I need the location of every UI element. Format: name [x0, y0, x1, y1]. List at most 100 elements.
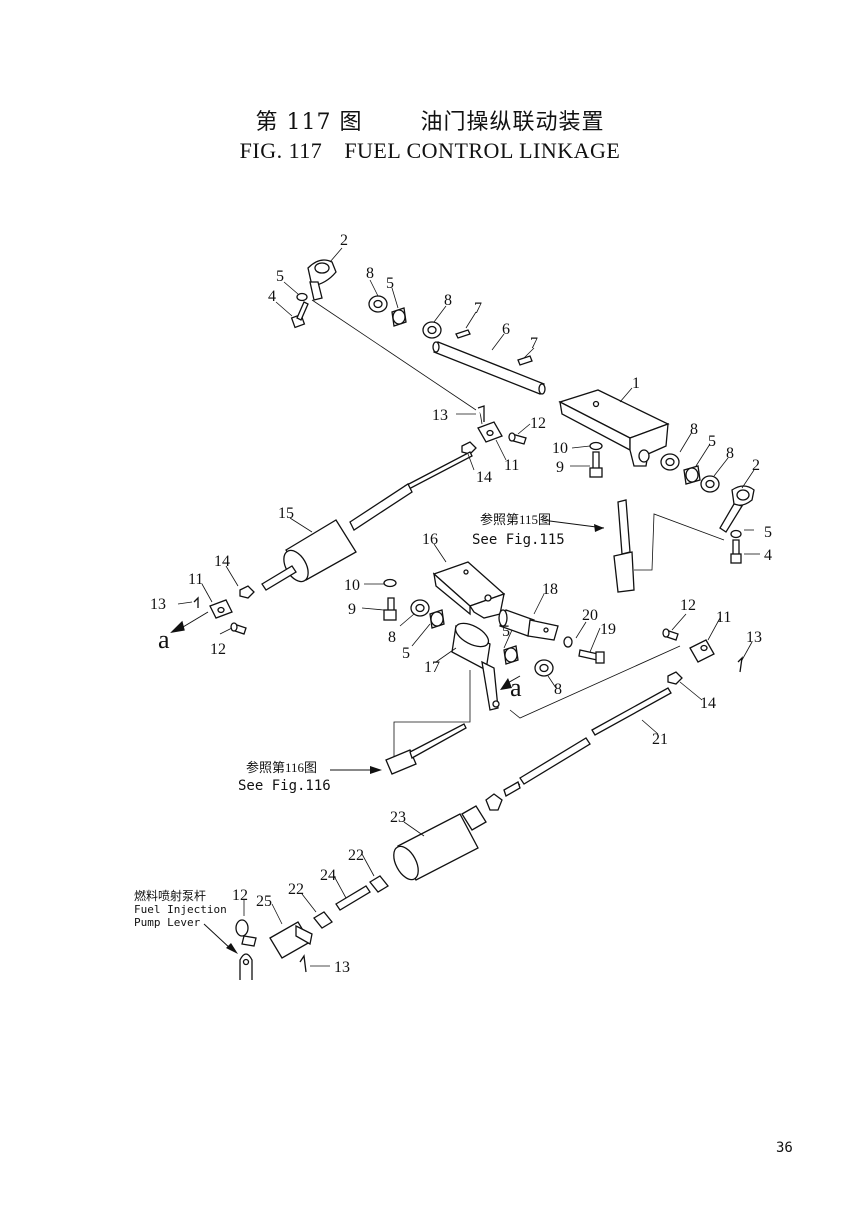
leader-line	[203, 923, 233, 951]
part-rod-end	[689, 639, 715, 663]
callout-number: 8	[690, 421, 698, 438]
part-clevis	[269, 921, 313, 959]
figure-label-english: FIG. 117	[239, 138, 323, 163]
arrow-head	[170, 620, 185, 633]
part-bearing	[660, 453, 680, 471]
callout-number: 11	[716, 609, 731, 626]
callout-number: 11	[188, 571, 203, 588]
reference-english: See Fig.116	[238, 778, 331, 794]
reference-rod-fig116	[385, 723, 467, 775]
connection-mark-a: a	[510, 673, 522, 702]
part-nut	[313, 911, 333, 929]
callout-number: 12	[530, 415, 546, 432]
part-stud	[335, 885, 371, 911]
callout-number: 8	[726, 445, 734, 462]
part-bearing	[534, 659, 554, 677]
callout-numbers: 2 5 4 8 5 8 7 6 7 1 13 12 10 9 11 14 8 5…	[150, 232, 772, 976]
callout-number: 1	[632, 375, 640, 392]
title-english: FIG. 117 FUEL CONTROL LINKAGE	[0, 138, 860, 164]
part-bearing	[422, 321, 442, 339]
leader-line	[505, 675, 521, 685]
part-connecting-rod	[503, 687, 672, 797]
part-clevis-pin	[230, 622, 247, 635]
arrow-head	[370, 766, 382, 774]
part-bolt	[290, 301, 309, 329]
part-mounting-bracket	[558, 389, 670, 467]
reference-chinese: 参照第115图	[480, 512, 551, 527]
part-bushing	[503, 645, 519, 665]
leader-line	[479, 411, 483, 425]
part-nut	[667, 671, 683, 685]
part-rod-end	[477, 421, 503, 443]
part-washer	[296, 292, 308, 302]
callout-number: 7	[530, 335, 538, 352]
part-clevis-pin	[662, 628, 679, 641]
callout-number: 5	[386, 275, 394, 292]
arrow-head	[594, 524, 604, 532]
leader-line	[393, 670, 471, 760]
part-lever-bracket	[432, 561, 506, 619]
callout-number: 2	[340, 232, 348, 249]
callout-number: 19	[600, 621, 616, 638]
part-cylinder	[393, 805, 487, 881]
part-washer	[730, 529, 742, 539]
reference-chinese: 燃料喷射泵杆	[134, 888, 206, 903]
callout-number: 12	[680, 597, 696, 614]
leader-line	[634, 513, 725, 571]
arrow-head	[226, 943, 238, 954]
callout-number: 13	[432, 407, 448, 424]
reference-english: See Fig.115	[472, 532, 565, 548]
part-nut	[461, 441, 477, 455]
figure-title-english: FUEL CONTROL LINKAGE	[344, 138, 621, 163]
callout-number: 5	[276, 268, 284, 285]
callout-number: 13	[150, 596, 166, 613]
callout-number: 17	[424, 659, 440, 676]
part-nut	[369, 875, 389, 893]
part-cotter-pin	[299, 954, 307, 973]
callout-number: 10	[344, 577, 360, 594]
reference-label-fig116: 参照第116图 See Fig.116	[238, 760, 331, 794]
callout-number: 12	[210, 641, 226, 658]
part-washer	[383, 578, 397, 588]
callout-number: 22	[348, 847, 364, 864]
callout-number: 16	[422, 531, 438, 548]
page-number: 36	[776, 1140, 793, 1156]
part-bolt	[730, 539, 742, 564]
part-bushing	[429, 609, 445, 629]
callout-number: 6	[502, 321, 510, 338]
callout-leaders	[177, 247, 760, 967]
reference-rod-fig115	[613, 499, 635, 593]
reference-label-pump-lever: 燃料喷射泵杆 Fuel Injection Pump Lever	[134, 888, 227, 929]
callout-number: 14	[214, 553, 230, 570]
callout-number: 5	[502, 623, 510, 640]
callout-number: 14	[700, 695, 716, 712]
callout-number: 8	[388, 629, 396, 646]
part-bolt	[578, 649, 605, 664]
part-lever-shaft	[498, 609, 559, 641]
part-bolt	[383, 597, 397, 621]
part-bushing	[391, 307, 407, 327]
callout-number: 4	[764, 547, 772, 564]
callout-number: 8	[554, 681, 562, 698]
callout-number: 8	[444, 292, 452, 309]
callout-number: 13	[334, 959, 350, 976]
callout-number: 23	[390, 809, 406, 826]
callout-number: 7	[474, 300, 482, 317]
callout-number: 9	[556, 459, 564, 476]
part-rod-end	[209, 599, 233, 619]
part-nut	[239, 585, 255, 599]
part-adjusting-rod	[261, 451, 473, 591]
part-nut	[485, 793, 503, 811]
callout-number: 14	[476, 469, 492, 486]
part-bushing	[683, 465, 701, 485]
part-shaft	[432, 341, 546, 395]
callout-number: 10	[552, 440, 568, 457]
callout-number: 13	[746, 629, 762, 646]
part-bearing	[700, 475, 720, 493]
callout-number: 4	[268, 288, 276, 305]
callout-number: 8	[366, 265, 374, 282]
callout-number: 12	[232, 887, 248, 904]
part-clamp	[719, 485, 755, 533]
callout-number: 24	[320, 867, 336, 884]
